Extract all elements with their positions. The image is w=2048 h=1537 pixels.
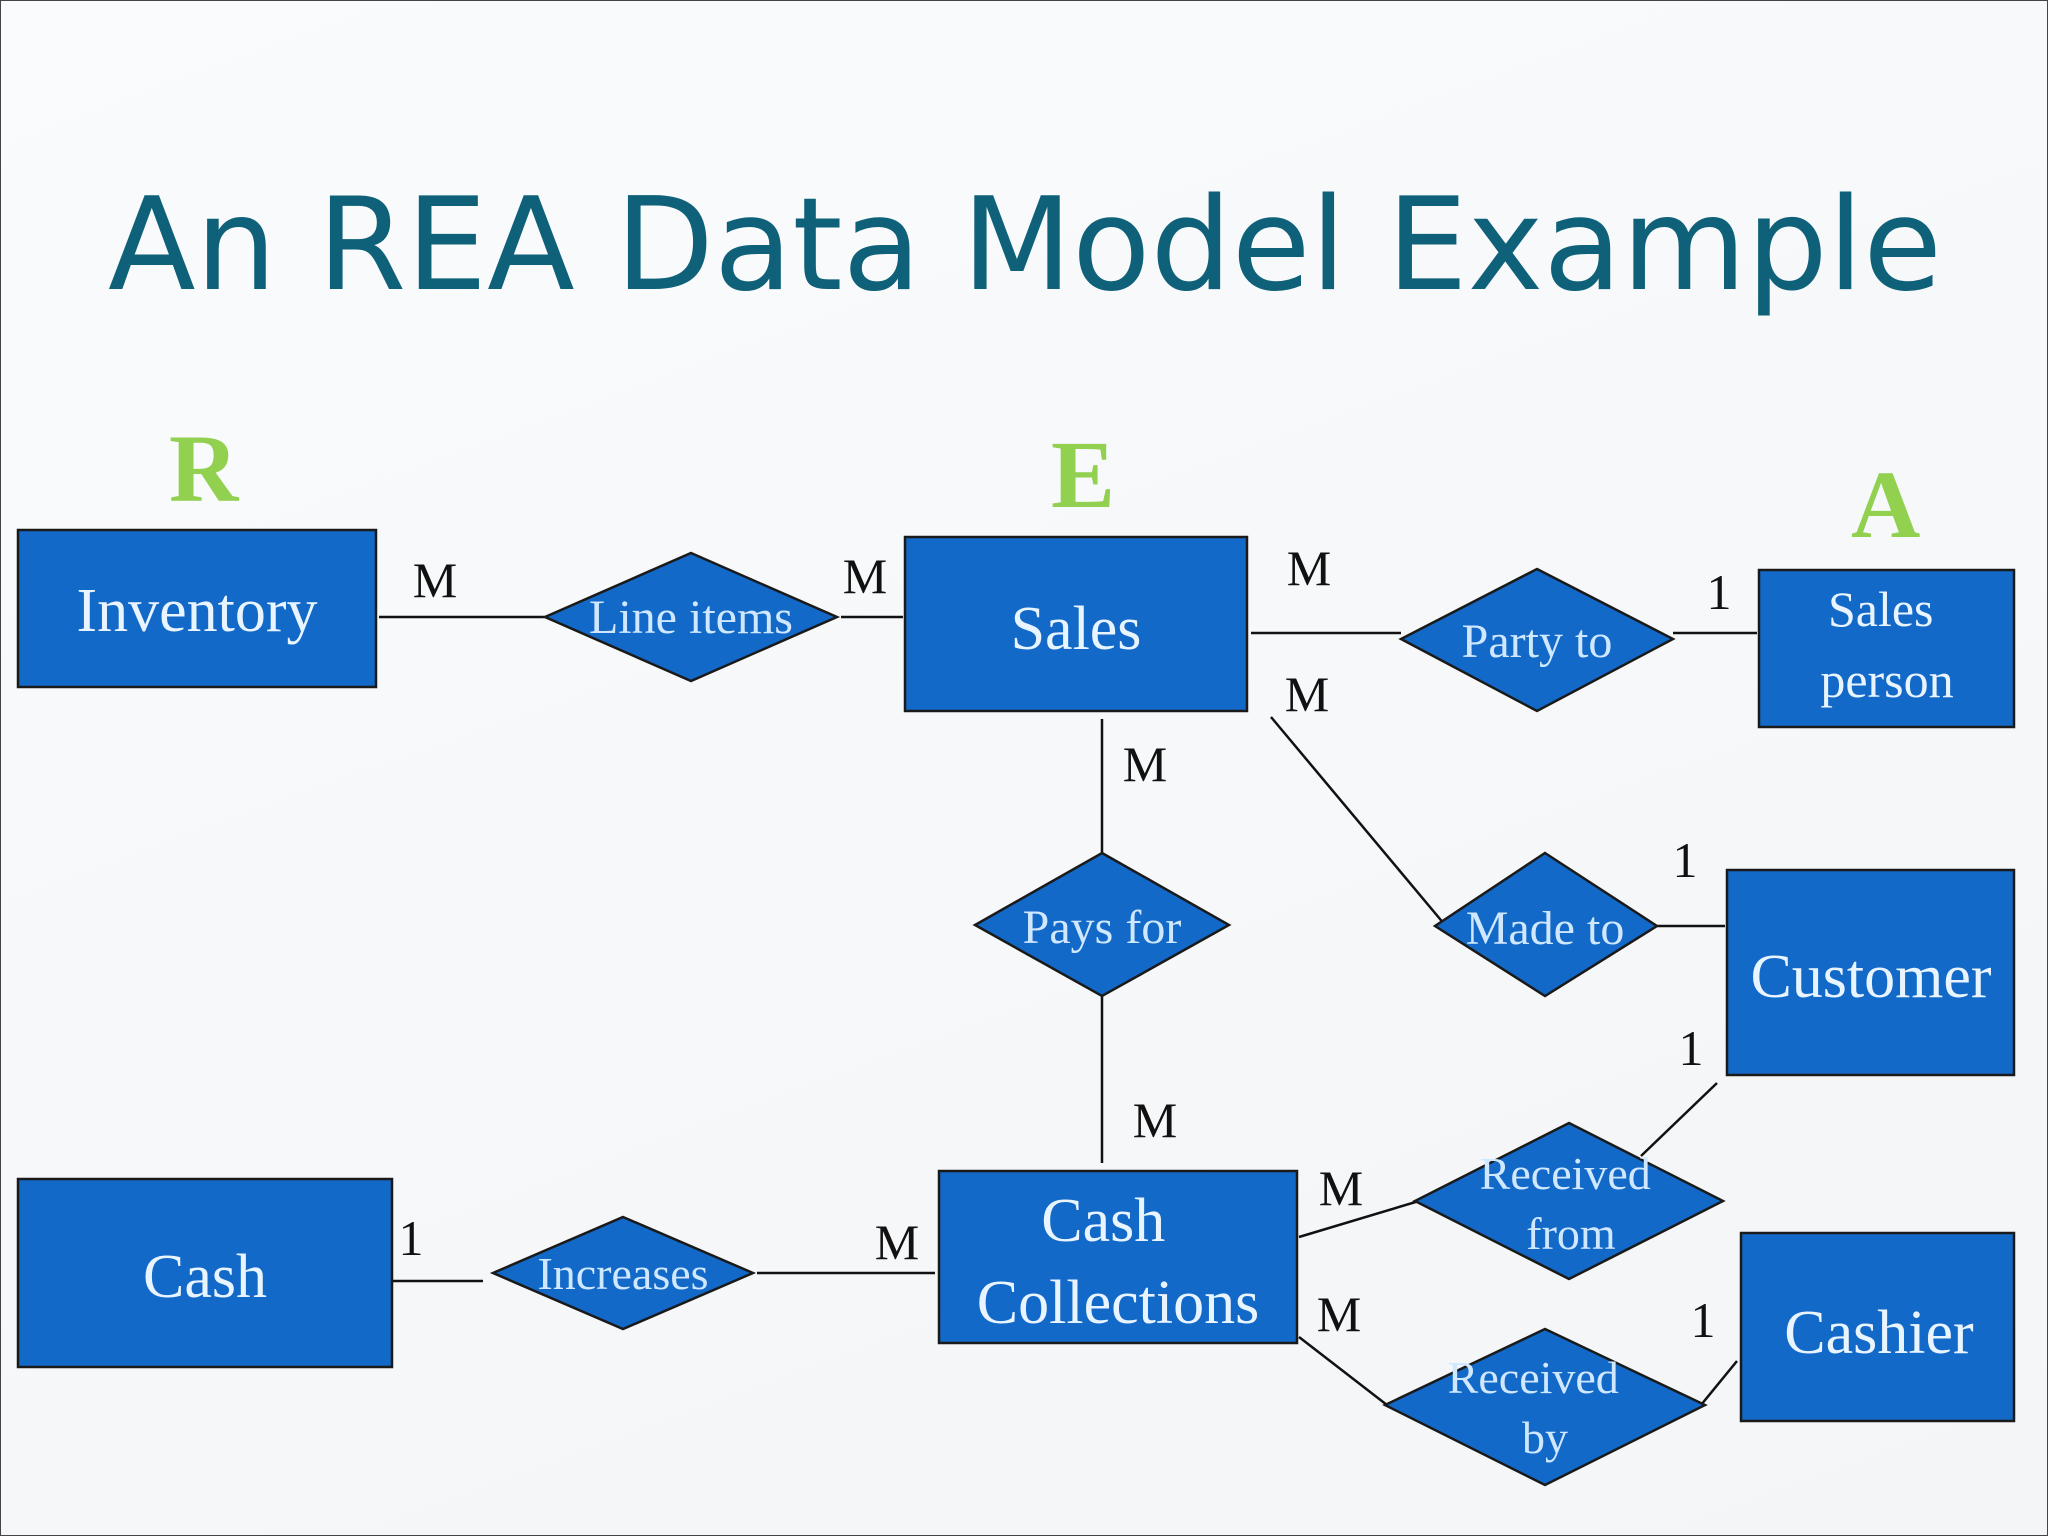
relationship-made-to-label: Made to [1466,902,1625,955]
relationship-received-from-diamond [1412,1121,1726,1281]
entity-cash-collections[interactable]: Cash Collections [937,1169,1299,1345]
connector-received-by-cashier [1700,1360,1738,1406]
entity-customer-box [1725,868,2016,1077]
cardinality-pays-for-cash-collections: M [1133,1092,1177,1148]
relationship-increases-label: Increases [537,1248,708,1299]
entity-inventory-label: Inventory [76,577,317,645]
entity-sales-person-label: Sales person [1820,581,1953,708]
entity-sales[interactable]: Sales [903,535,1249,713]
entity-inventory[interactable]: Inventory [16,528,378,689]
relationship-party-to-diamond [1398,567,1676,713]
cardinality-inventory-line-items: M [413,552,457,608]
entity-cash-box [16,1177,394,1369]
relationship-line-items-diamond [541,551,841,683]
relationship-increases[interactable]: Increases [489,1215,757,1331]
cardinality-increases-cash-collections: M [875,1214,919,1270]
relationship-pays-for-diamond [972,851,1232,998]
relationship-increases-diamond [489,1215,757,1331]
agents-column-letter: A [1851,451,1921,558]
cardinality-sales-party-to: M [1287,540,1331,596]
relationship-pays-for-label: Pays for [1023,901,1182,954]
cardinality-received-by-cashier: 1 [1691,1292,1716,1348]
cardinality-labels: M M M 1 M 1 M M 1 M M 1 M 1 [399,540,1732,1348]
relationship-received-by-label: Received by [1448,1352,1631,1463]
resources-column-letter: R [169,415,239,522]
events-column-letter: E [1051,421,1116,528]
relationship-received-by-diamond [1382,1327,1708,1487]
relationship-line-items-label: Line items [589,591,793,644]
connector-cash-collections-received-by [1298,1336,1388,1406]
entity-sales-box [903,535,1249,713]
entity-sales-label: Sales [1011,595,1142,663]
entity-sales-person[interactable]: Sales person [1757,568,2016,729]
entity-cash-label: Cash [143,1243,267,1311]
relationship-received-from[interactable]: Received from [1412,1121,1726,1281]
entity-customer-label: Customer [1750,943,1991,1011]
cardinality-made-to-customer: 1 [1673,832,1698,888]
entity-cashier-label: Cashier [1784,1299,1974,1367]
entity-sales-person-box [1757,568,2016,729]
relationship-line-items[interactable]: Line items [541,551,841,683]
entity-cash-collections-label: Cash Collections [977,1187,1259,1337]
entity-inventory-box [16,528,378,689]
entity-customer[interactable]: Customer [1725,868,2016,1077]
relationship-pays-for[interactable]: Pays for [972,851,1232,998]
connectors [379,615,1757,1406]
cardinality-party-to-sales-person: 1 [1707,564,1732,620]
relationship-party-to-label: Party to [1462,615,1613,668]
cardinality-sales-made-to: M [1285,666,1329,722]
cardinality-cash-collections-received-from: M [1319,1160,1363,1216]
entity-cash[interactable]: Cash [16,1177,394,1369]
cardinality-line-items-sales: M [843,548,887,604]
relationship-made-to[interactable]: Made to [1432,851,1660,998]
connector-sales-made-to [1270,716,1446,926]
relationship-party-to[interactable]: Party to [1398,567,1676,713]
cardinality-cash-increases: 1 [399,1210,424,1266]
connector-cash-collections-received-from [1298,1199,1420,1239]
connector-received-from-customer [1640,1082,1718,1157]
relationship-received-from-label: Received from [1480,1148,1663,1259]
relationship-made-to-diamond [1432,851,1660,998]
cardinality-cash-collections-received-by: M [1317,1286,1361,1342]
relationship-received-by[interactable]: Received by [1382,1327,1708,1487]
entity-cashier-box [1739,1231,2016,1423]
entity-cashier[interactable]: Cashier [1739,1231,2016,1423]
cardinality-received-from-customer: 1 [1679,1020,1704,1076]
page-title: An REA Data Model Example [107,171,1943,320]
entity-cash-collections-box [937,1169,1299,1345]
cardinality-sales-pays-for: M [1123,736,1167,792]
